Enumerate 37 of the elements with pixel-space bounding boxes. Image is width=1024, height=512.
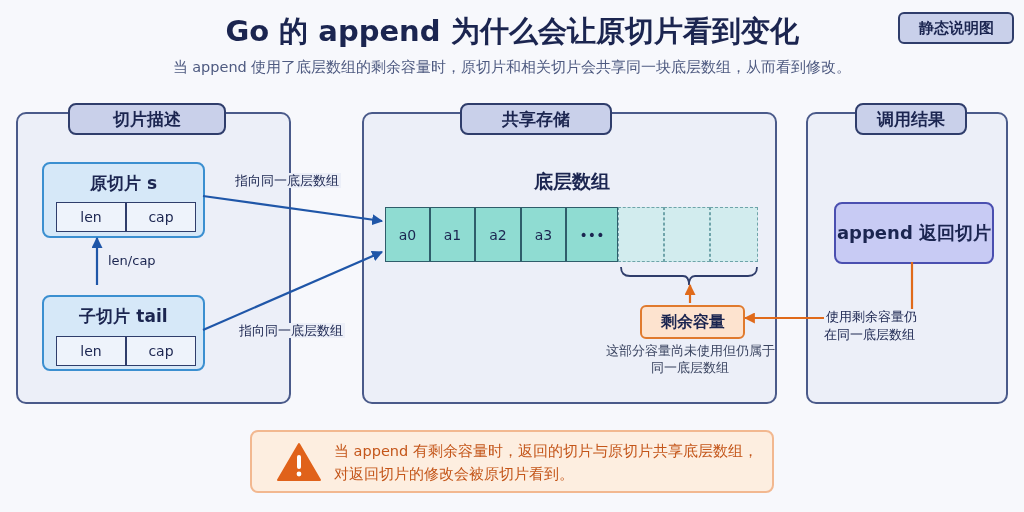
array-heading: 底层数组 (532, 169, 611, 194)
warning-text: 当 append 有剩余容量时，返回的切片与原切片共享底层数组，对返回切片的修改会被原切片看到。 (334, 442, 759, 484)
struct-field: len (56, 336, 126, 366)
array-element: a1 (430, 207, 475, 262)
capacity-box: 剩余容量 (640, 305, 745, 339)
slice-box (42, 295, 205, 371)
result-box: append 返回切片 (834, 202, 994, 264)
box-heading: 原切片 s (88, 171, 158, 195)
edge-label: 指向同一底层数组 (232, 172, 342, 190)
array-element: a0 (385, 207, 430, 262)
box-heading: 子切片 tail (78, 304, 169, 328)
edge-label: 指向同一底层数组 (236, 322, 346, 340)
panel-card (806, 112, 1008, 404)
empty-slot (664, 207, 710, 262)
arrow (684, 283, 696, 303)
panel-card (362, 112, 777, 404)
struct-field: cap (126, 336, 196, 366)
static-badge: 静态说明图 (898, 12, 1014, 44)
subtitle: 当 append 使用了底层数组的剩余容量时，原切片和相关切片会共享同一块底层数组，从而看到修改。 (171, 57, 853, 77)
warning-card (250, 430, 774, 493)
arrow (202, 194, 384, 226)
array-element: ••• (566, 207, 618, 262)
struct-field: len (56, 202, 126, 232)
panel-tab: 调用结果 (855, 103, 967, 135)
struct-field: cap (126, 202, 196, 232)
slice-box (42, 162, 205, 238)
panel-tab: 切片描述 (68, 103, 226, 135)
empty-slot (618, 207, 664, 262)
arrow (91, 236, 103, 285)
array-element: a2 (475, 207, 521, 262)
arrow (202, 250, 383, 331)
edge-label: 使用剩余容量仍在同一底层数组 (822, 308, 918, 344)
note-text: 这部分容量尚未使用但仍属于同一底层数组 (604, 342, 776, 376)
array-element: a3 (521, 207, 566, 262)
panel-tab: 共享存储 (460, 103, 612, 135)
title: Go 的 append 为什么会让原切片看到变化 (224, 13, 800, 50)
empty-slot (710, 207, 758, 262)
